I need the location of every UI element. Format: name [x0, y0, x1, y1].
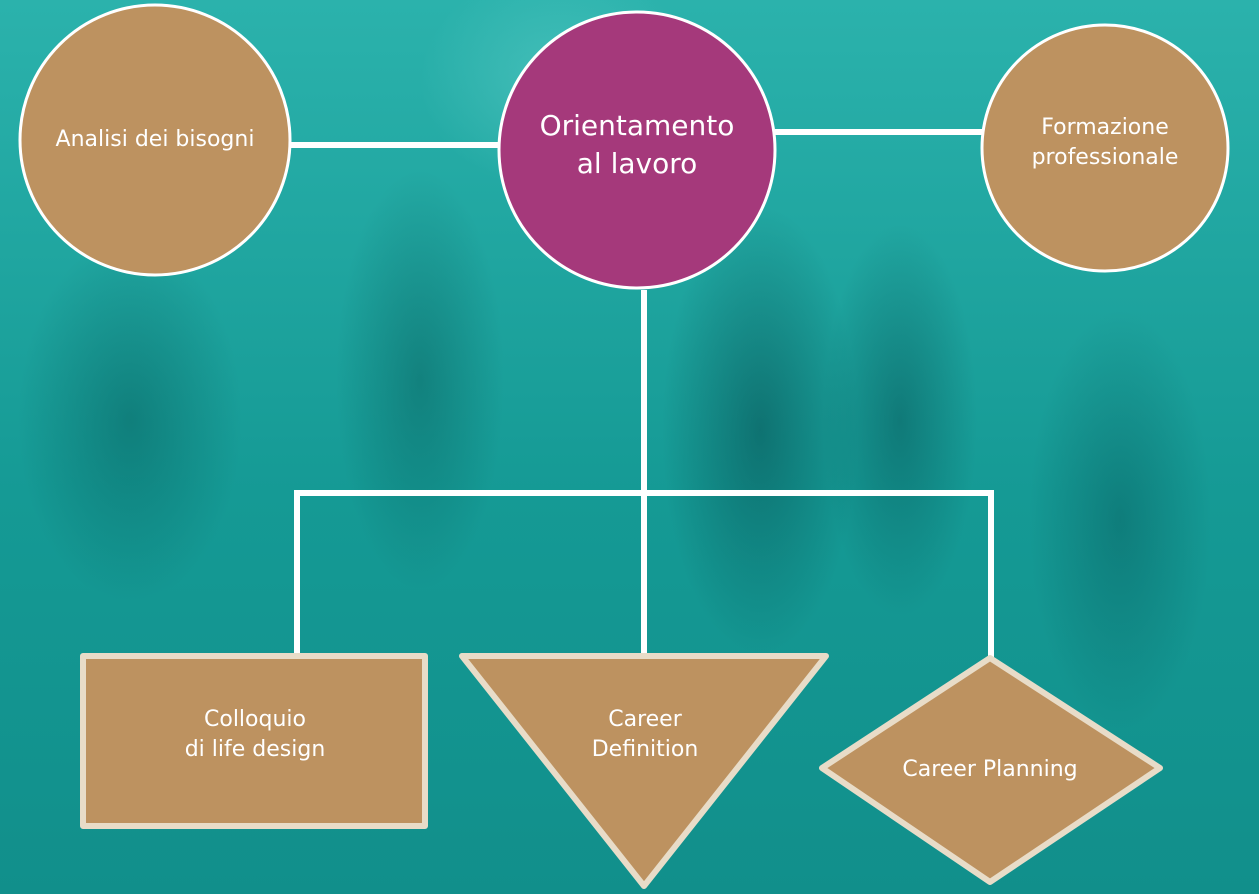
- career-definition-node-shape: [459, 653, 829, 889]
- formazione-node-shape: [980, 23, 1230, 273]
- analisi-label: Analisi dei bisogni: [25, 110, 285, 170]
- orientamento-line2: al lavoro: [576, 147, 698, 180]
- formazione-label: Formazione professionale: [990, 98, 1220, 188]
- orientamento-label: Orientamento al lavoro: [502, 90, 772, 200]
- colloquio-line2: di life design: [184, 737, 326, 762]
- orientamento-line1: Orientamento: [539, 109, 735, 143]
- orientamento-node-shape: [497, 10, 777, 290]
- connectors: [290, 129, 994, 658]
- colloquio-line1: Colloquio: [204, 707, 306, 733]
- colloquio-label: Colloquio di life design: [90, 690, 420, 780]
- career-planning-label: Career Planning: [860, 745, 1120, 795]
- formazione-line1: Formazione: [1041, 115, 1169, 141]
- career-planning-text: Career Planning: [902, 757, 1078, 783]
- career-definition-line2: Definition: [591, 737, 699, 762]
- career-definition-label: Career Definition: [540, 690, 750, 780]
- career-definition-line1: Career: [608, 707, 682, 733]
- colloquio-node-shape: [80, 653, 428, 829]
- analisi-node-shape: [18, 3, 292, 277]
- formazione-line2: professionale: [1031, 145, 1179, 170]
- analisi-text: Analisi dei bisogni: [55, 127, 255, 153]
- career-planning-node-shape: [819, 655, 1163, 885]
